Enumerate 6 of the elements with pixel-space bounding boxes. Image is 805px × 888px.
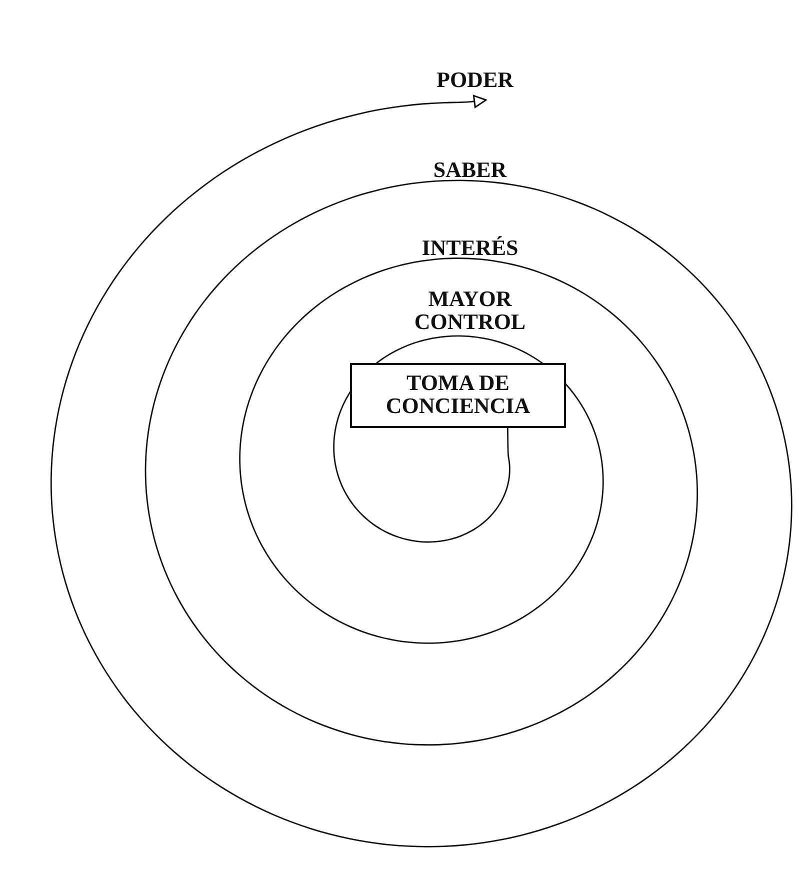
stage-label: INTERÉS (420, 236, 520, 260)
process-box: TOMA DE CONCIENCIA (350, 363, 566, 428)
stage-label: PODER (420, 68, 530, 94)
stage-label: MAYOR CONTROL (413, 287, 527, 334)
stage-label: SABER (432, 158, 508, 182)
spiral-arrow (50, 94, 792, 848)
